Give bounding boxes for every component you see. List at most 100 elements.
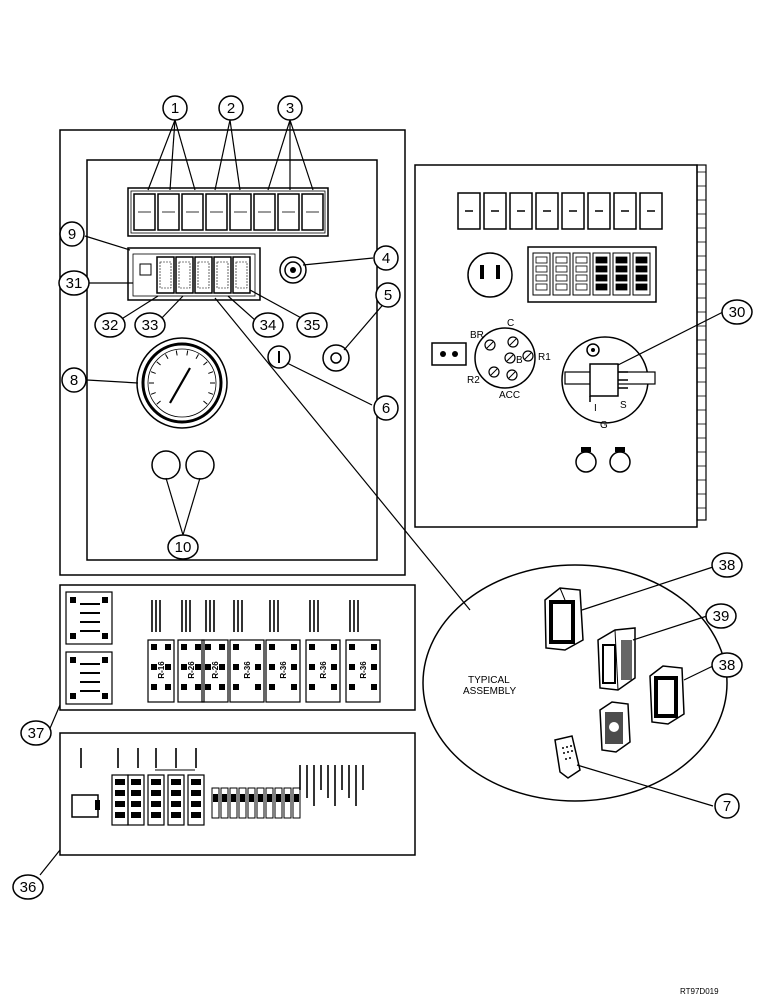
switch-back: [483, 192, 507, 230]
decal-terminal: [131, 812, 141, 818]
lamp-back-contact: [595, 265, 608, 273]
terminal-screw: [507, 336, 519, 348]
lamp-back: [552, 252, 571, 296]
rocker-dot: [571, 750, 573, 752]
decal-terminal: [171, 779, 181, 785]
lamp-back: [612, 252, 631, 296]
decal-terminal: [131, 779, 141, 785]
callout-circle: [296, 312, 328, 338]
callout-circle: [167, 534, 199, 560]
switch-back: [457, 192, 481, 230]
callout-c31: 31: [58, 270, 90, 296]
rocker-dot: [567, 751, 569, 753]
rocker-switch: [133, 193, 156, 231]
terminal-label-br: BR: [470, 330, 484, 341]
decal-terminal: [171, 790, 181, 796]
decal-terminal: [349, 664, 355, 670]
decal-switch-label: R-16: [157, 661, 166, 679]
switch-body: [599, 701, 631, 753]
decal-pin: [274, 787, 283, 819]
callout-c3: 3: [277, 95, 303, 121]
lamp-back-contact: [555, 265, 568, 273]
terminal-screw: [506, 369, 518, 381]
callout-circle: [705, 603, 737, 629]
gauge: [136, 337, 228, 429]
key-pos-s: S: [620, 400, 627, 411]
decal-terminal: [205, 644, 211, 650]
decal-switch-outline: [147, 639, 175, 703]
callout-circle: [375, 282, 401, 308]
decal-terminal: [195, 644, 201, 650]
typical-assembly-detail: TYPICAL ASSEMBLY: [422, 564, 728, 802]
decal-terminal: [131, 801, 141, 807]
callout-c39: 39: [705, 603, 737, 629]
indicator-lamp: [156, 256, 175, 294]
lamp-back-contact: [595, 283, 608, 291]
callout-circle: [94, 312, 126, 338]
decal-terminal: [151, 644, 157, 650]
lamp-back-contact: [595, 256, 608, 264]
rocker-switch: [253, 193, 276, 231]
decal-terminal: [349, 644, 355, 650]
gauge-tick: [208, 392, 214, 395]
callout-label: 38: [719, 657, 736, 674]
callout-label: 7: [723, 798, 731, 815]
decal-terminal: [70, 693, 76, 699]
decal-terminal: [255, 684, 261, 690]
detail-label-line2: ASSEMBLY: [463, 686, 516, 697]
screw-slot: [524, 352, 532, 360]
gauge-tick: [150, 392, 156, 395]
callout-label: 9: [68, 226, 76, 243]
decal-terminal: [165, 644, 171, 650]
decal-terminal: [115, 779, 125, 785]
callout-label: 1: [171, 100, 179, 117]
decal-pin: [220, 787, 229, 819]
lamp-back-contact: [535, 265, 548, 273]
indicator-lamp: [194, 256, 213, 294]
decal-terminal: [191, 779, 201, 785]
lamp-back-contact: [535, 283, 548, 291]
lamp-lens: [159, 261, 172, 289]
decal-switch-block: [65, 591, 113, 645]
lamp-back-contact: [555, 256, 568, 264]
decal-terminal: [151, 664, 157, 670]
callout-circle: [721, 299, 753, 325]
gauge-tick: [203, 400, 208, 405]
decal-terminal: [309, 664, 315, 670]
screw-slot: [509, 338, 517, 346]
callout-c30: 30: [721, 299, 753, 325]
decal-pin: [256, 787, 265, 819]
left-console-panel: [59, 129, 406, 576]
decal-terminal: [115, 812, 125, 818]
decal-switch-outline: [201, 639, 229, 703]
callout-circle: [252, 312, 284, 338]
decal-terminal: [269, 684, 275, 690]
decal-switch-label: R-26: [187, 661, 196, 679]
decal-terminal: [371, 684, 377, 690]
screw-slot: [508, 371, 516, 379]
decal-terminal: [181, 684, 187, 690]
lamp-back-contact: [615, 283, 628, 291]
decal-terminal: [151, 779, 161, 785]
decal-terminal: [115, 790, 125, 796]
lamp-lens: [197, 261, 210, 289]
decal-terminal: [233, 644, 239, 650]
decal-terminal: [165, 684, 171, 690]
callout-label: 34: [260, 317, 277, 334]
callout-label: 37: [28, 725, 45, 742]
decal-terminal: [291, 644, 297, 650]
decal-terminal: [219, 684, 225, 690]
decal-switch-label: R-36: [243, 661, 252, 679]
lamp-back: [532, 252, 551, 296]
callout-circle: [20, 720, 52, 746]
callout-label: 6: [382, 400, 390, 417]
decal-terminal: [102, 693, 108, 699]
decal-pin-contact: [294, 794, 299, 802]
decal-terminal: [191, 790, 201, 796]
gauge-tick: [195, 354, 199, 360]
callout-label: 31: [66, 275, 83, 292]
callout-label: 39: [713, 608, 730, 625]
rocker-pad: [554, 735, 581, 779]
callout-circle: [162, 95, 188, 121]
